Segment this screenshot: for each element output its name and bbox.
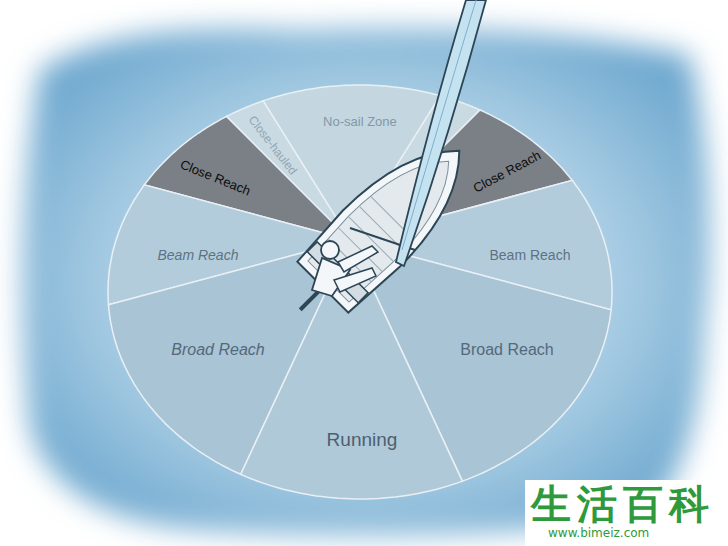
sailor xyxy=(312,241,378,296)
watermark-ground xyxy=(525,480,728,546)
sector-label: No-sail Zone xyxy=(323,115,397,129)
sector-label: Broad Reach xyxy=(171,341,264,359)
watermark: 生活百科 xyxy=(531,484,715,524)
watermark-url: www.bimeiz.com xyxy=(548,527,649,539)
sector-label: Close-hauled xyxy=(245,114,299,178)
sail-seam xyxy=(402,0,476,250)
sector-label: Running xyxy=(327,430,398,451)
boat-hull xyxy=(272,122,488,338)
sector-label: Beam Reach xyxy=(490,248,571,263)
sector-label: Close Reach xyxy=(471,148,543,196)
sector-label: Close Reach xyxy=(178,157,252,198)
sector-label: Broad Reach xyxy=(460,341,553,359)
sail xyxy=(396,0,486,266)
sector-label: Beam Reach xyxy=(158,248,239,263)
water-wash xyxy=(22,28,710,536)
